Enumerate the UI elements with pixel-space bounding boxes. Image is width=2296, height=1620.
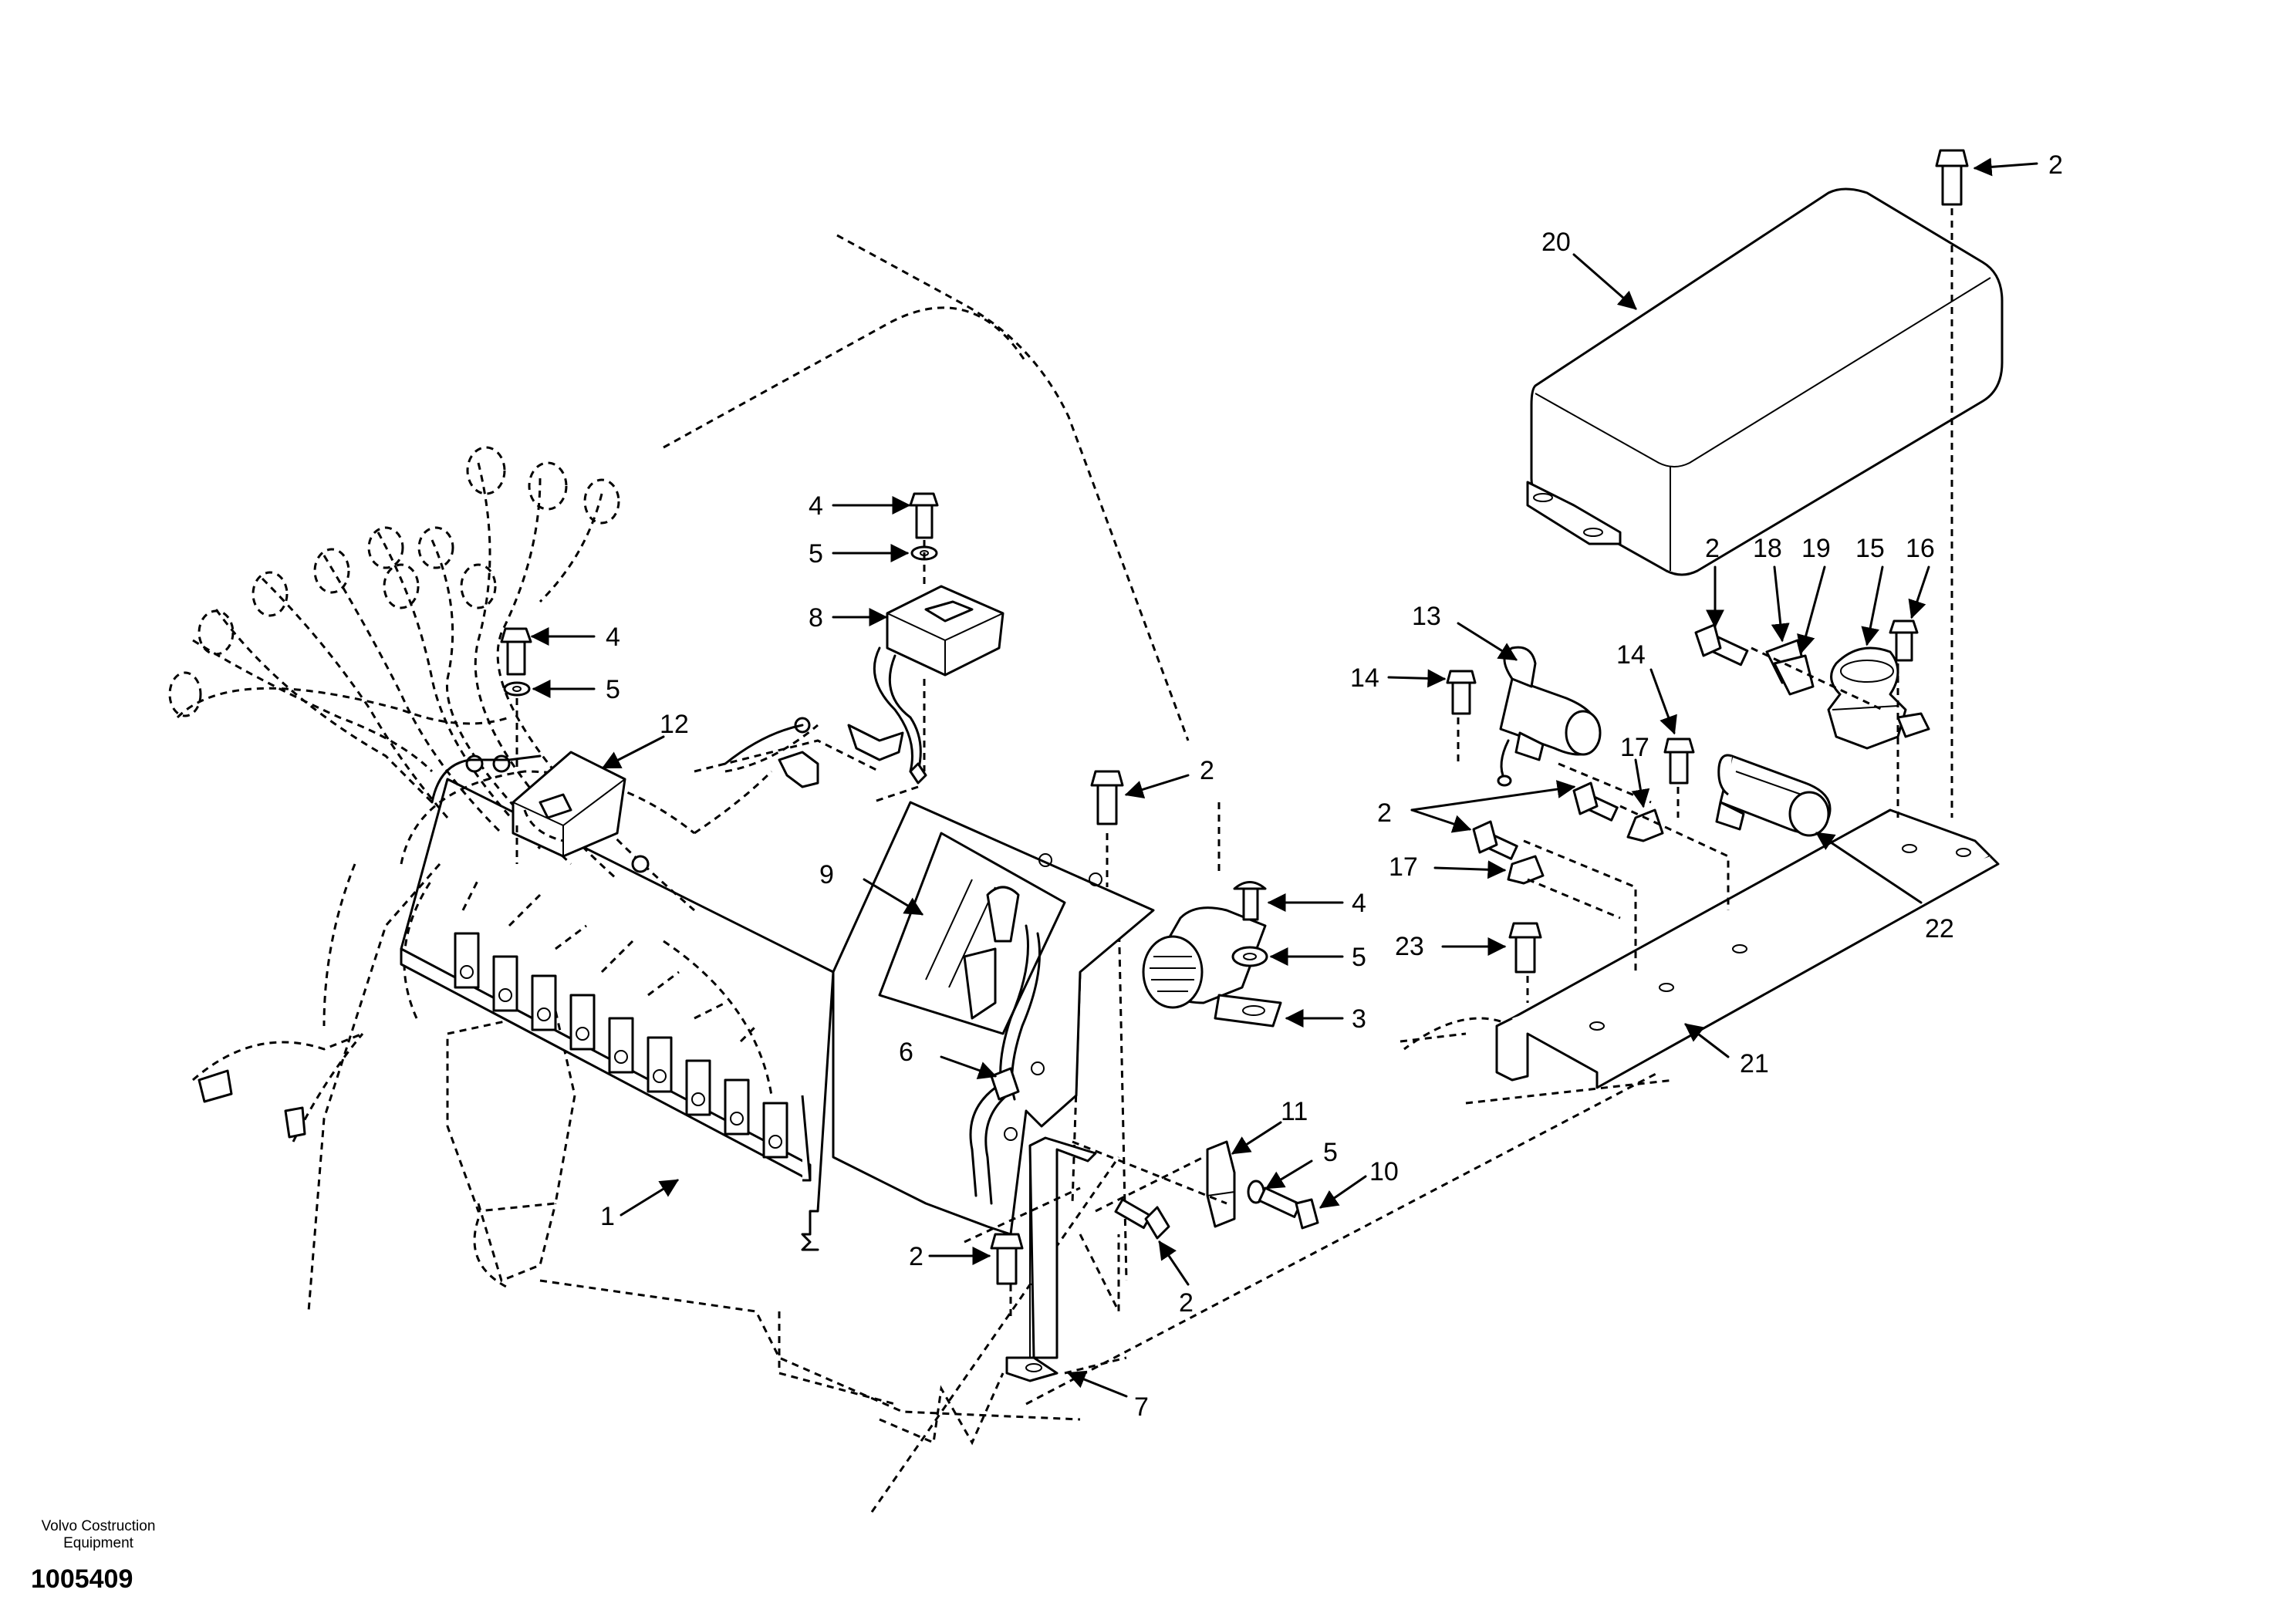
callout-7: 7 (1134, 1392, 1149, 1422)
callout-14: 14 (1616, 640, 1646, 670)
harness-plugs (198, 717, 904, 1139)
callout-5: 5 (809, 539, 823, 569)
callout-2: 2 (2048, 150, 2063, 180)
callout-21: 21 (1740, 1049, 1769, 1078)
callout-8: 8 (809, 603, 823, 633)
callout-14: 14 (1350, 663, 1379, 693)
callout-labels: 2 20 4 5 8 4 5 12 2 9 4 5 3 6 11 5 10 1 … (600, 150, 2063, 1422)
callout-6: 6 (899, 1038, 913, 1067)
callout-leaders (530, 157, 2038, 1398)
solenoid-13 (1497, 646, 1602, 787)
callout-4: 4 (606, 623, 620, 652)
callout-23: 23 (1395, 932, 1424, 961)
callout-5: 5 (606, 675, 620, 704)
callout-5: 5 (1352, 943, 1366, 972)
alignment-lines (515, 208, 1953, 1319)
manufacturer-line-2: Equipment (63, 1535, 133, 1551)
callout-2: 2 (1377, 798, 1392, 828)
callout-5: 5 (1323, 1138, 1338, 1167)
callout-19: 19 (1801, 534, 1831, 563)
callout-16: 16 (1906, 534, 1935, 563)
support-bracket (1004, 1061, 1097, 1382)
callout-20: 20 (1541, 228, 1571, 257)
callout-4: 4 (1352, 889, 1366, 918)
callout-3: 3 (1352, 1004, 1366, 1034)
relay-22 (1715, 754, 1832, 837)
callout-17: 17 (1389, 852, 1418, 882)
fuse-relay-panel (400, 778, 835, 1251)
base-plate (1495, 808, 2000, 1089)
callout-2: 2 (909, 1242, 923, 1271)
battery-switch-assembly (1765, 639, 1930, 750)
callout-17: 17 (1620, 733, 1649, 762)
callout-1: 1 (600, 1202, 615, 1231)
callout-18: 18 (1753, 534, 1782, 563)
fasteners (500, 149, 1969, 1285)
callout-15: 15 (1855, 534, 1885, 563)
callout-22: 22 (1925, 914, 1954, 943)
manufacturer-line-1: Volvo Costruction (41, 1518, 156, 1534)
machine-outline-phantom (307, 234, 1675, 1513)
callout-2: 2 (1179, 1288, 1194, 1318)
callout-12: 12 (660, 710, 689, 739)
drawing-number: 1005409 (31, 1564, 133, 1594)
relay-row (454, 932, 788, 1159)
relay-box (871, 585, 1004, 804)
callout-4: 4 (809, 491, 823, 521)
callout-11: 11 (1281, 1097, 1308, 1126)
mounting-plate (832, 801, 1155, 1236)
callout-9: 9 (819, 860, 834, 889)
cable-harness-6 (969, 924, 1041, 1205)
control-unit-box (512, 751, 626, 858)
callout-10: 10 (1369, 1157, 1399, 1186)
callout-2: 2 (1200, 756, 1214, 785)
battery-cover (1526, 187, 2004, 576)
callout-13: 13 (1412, 602, 1441, 631)
horn (1142, 906, 1282, 1028)
manufacturer-label: Volvo Costruction Equipment (31, 1518, 166, 1552)
callout-2: 2 (1705, 534, 1720, 563)
